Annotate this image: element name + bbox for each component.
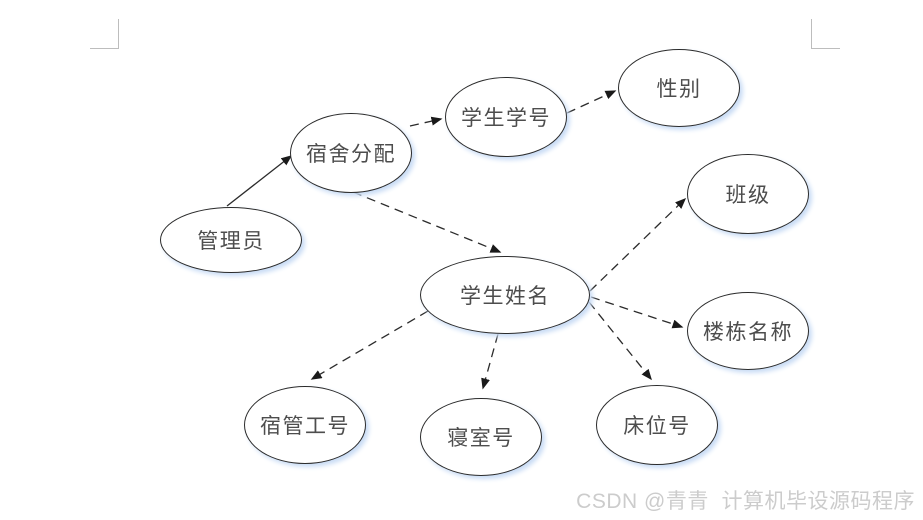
entity-label-student-id: 学生学号 <box>461 106 551 130</box>
entity-ellipse-admin: 管理员 <box>160 207 302 273</box>
entity-ellipse-bed-number: 床位号 <box>596 385 718 465</box>
csdn-watermark: CSDN @青青 计算机毕设源码程序 <box>576 490 915 513</box>
entity-label-gender: 性别 <box>656 77 702 101</box>
entity-ellipse-building-name: 楼栋名称 <box>687 292 809 370</box>
entity-ellipse-room-number: 寝室号 <box>420 398 542 476</box>
edge-dorm-allocation-to-student-id <box>409 116 443 127</box>
entity-label-bed-number: 床位号 <box>623 414 691 438</box>
entity-ellipse-class: 班级 <box>687 154 809 234</box>
entity-ellipse-student-name: 学生姓名 <box>420 256 590 334</box>
edge-student-name-to-building-name <box>590 296 684 329</box>
edge-student-name-to-dorm-manager-id <box>310 310 429 380</box>
edge-dorm-allocation-to-student-name <box>352 191 502 253</box>
edge-student-name-to-bed-number <box>588 301 652 381</box>
entity-label-class: 班级 <box>725 183 771 207</box>
edge-admin-to-dorm-allocation <box>226 155 293 207</box>
entity-label-dorm-manager-id: 宿管工号 <box>260 414 350 438</box>
page-margin-corner-left-icon <box>90 19 119 49</box>
edge-student-name-to-room-number <box>481 333 499 390</box>
edge-student-name-to-class <box>589 197 687 292</box>
entity-ellipse-gender: 性别 <box>618 49 740 127</box>
entity-ellipse-dorm-manager-id: 宿管工号 <box>244 386 366 464</box>
entity-label-student-name: 学生姓名 <box>460 284 550 308</box>
entity-label-room-number: 寝室号 <box>447 426 515 450</box>
edge-student-id-to-gender <box>566 90 617 114</box>
entity-label-admin: 管理员 <box>197 229 265 253</box>
entity-label-building-name: 楼栋名称 <box>703 320 793 344</box>
entity-ellipse-student-id: 学生学号 <box>445 77 567 157</box>
entity-ellipse-dorm-allocation: 宿舍分配 <box>290 113 412 193</box>
entity-label-dorm-allocation: 宿舍分配 <box>306 142 396 166</box>
page-margin-corner-right-icon <box>811 19 840 49</box>
